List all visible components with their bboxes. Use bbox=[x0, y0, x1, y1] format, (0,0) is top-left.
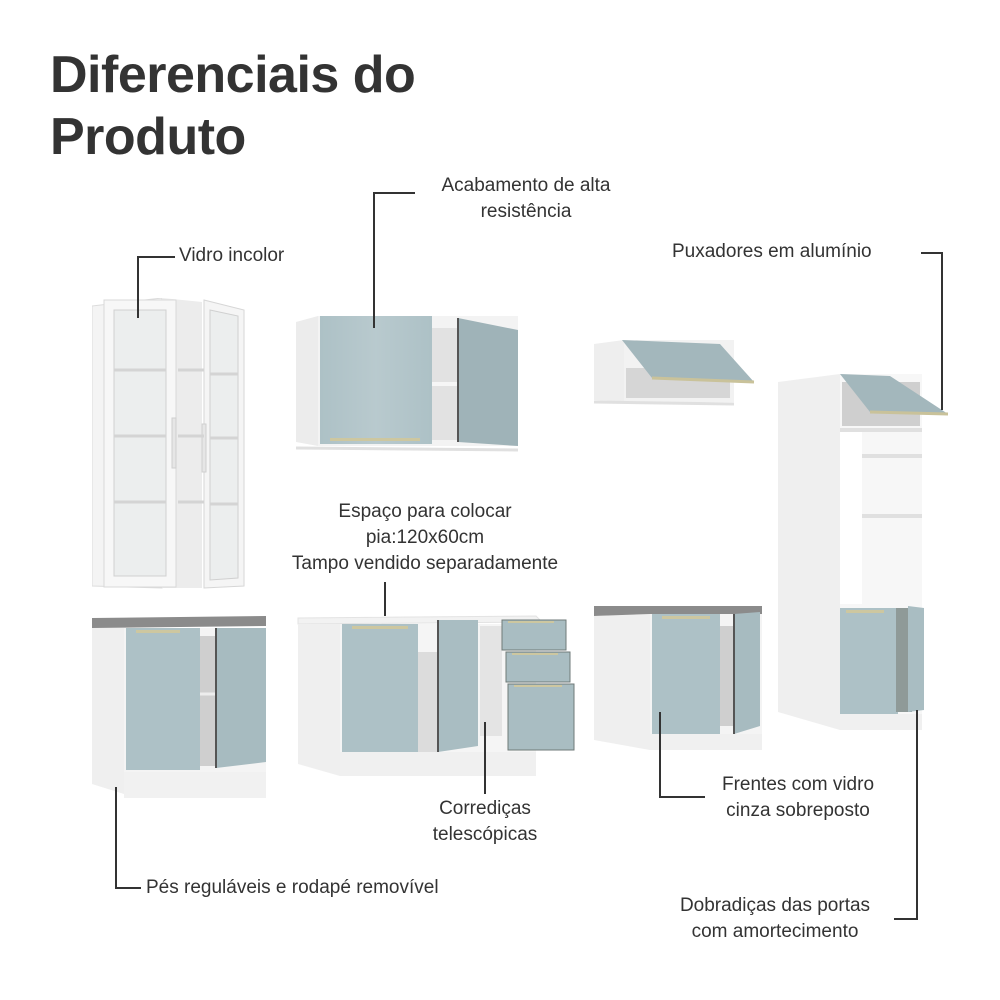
label-line: Corrediças bbox=[439, 798, 531, 819]
leader-line-acabamento bbox=[373, 192, 375, 328]
label-frentes: Frentes com vidro cinza sobreposto bbox=[698, 772, 898, 824]
base-cabinet-two-door-illustration bbox=[92, 612, 268, 800]
leader-line-acabamento-h bbox=[373, 192, 415, 194]
label-text: Pés reguláveis e rodapé removível bbox=[146, 877, 439, 898]
leader-line-dobradicas bbox=[916, 710, 918, 920]
label-line: Tampo vendido separadamente bbox=[291, 553, 559, 574]
label-line: Acabamento de alta bbox=[441, 175, 611, 196]
leader-line-corredicas bbox=[484, 722, 486, 794]
leader-line-pes-h bbox=[115, 887, 141, 889]
flip-up-wall-cabinet-illustration bbox=[592, 338, 757, 408]
label-line: Dobradiças das portas bbox=[679, 895, 871, 916]
label-line: telescópicas bbox=[432, 824, 538, 845]
label-espaco-pia: Espaço para colocar pia:120x60cm Tampo v… bbox=[255, 499, 595, 577]
leader-line-espaco bbox=[384, 582, 386, 616]
label-line: cinza sobreposto bbox=[726, 800, 870, 821]
leader-line-frentes bbox=[659, 712, 661, 798]
label-pes-regulaveis: Pés reguláveis e rodapé removível bbox=[146, 875, 439, 901]
leader-line-puxadores bbox=[941, 252, 943, 410]
title-line-1: Diferenciais do bbox=[50, 46, 416, 104]
title-line-2: Produto bbox=[50, 108, 246, 166]
label-line: pia:120x60cm bbox=[365, 527, 485, 548]
label-line: resistência bbox=[480, 201, 572, 222]
wall-cabinet-two-door-illustration bbox=[296, 314, 526, 454]
label-line: Espaço para colocar bbox=[338, 501, 512, 522]
leader-line-vidro bbox=[137, 256, 139, 318]
page-title: Diferenciais do Produto bbox=[50, 44, 416, 168]
label-text: Puxadores em alumínio bbox=[672, 241, 872, 262]
sink-base-cabinet-illustration bbox=[296, 612, 581, 782]
label-acabamento: Acabamento de alta resistência bbox=[418, 173, 634, 225]
leader-line-pes bbox=[115, 787, 117, 889]
label-puxadores: Puxadores em alumínio bbox=[672, 239, 872, 265]
label-line: com amortecimento bbox=[691, 921, 859, 942]
leader-line-vidro-h bbox=[137, 256, 175, 258]
label-line: Frentes com vidro bbox=[721, 774, 875, 795]
leader-line-frentes-h bbox=[659, 796, 705, 798]
label-text: Vidro incolor bbox=[179, 245, 285, 266]
leader-line-puxadores-h bbox=[921, 252, 943, 254]
leader-line-dobradicas-h bbox=[894, 918, 918, 920]
label-dobradicas: Dobradiças das portas com amortecimento bbox=[656, 893, 894, 945]
glass-door-cabinet-illustration bbox=[92, 298, 248, 590]
label-corredicas: Corrediças telescópicas bbox=[405, 796, 565, 848]
tall-oven-tower-illustration bbox=[778, 372, 953, 740]
label-vidro-incolor: Vidro incolor bbox=[179, 243, 284, 269]
corner-base-cabinet-illustration bbox=[594, 602, 764, 754]
